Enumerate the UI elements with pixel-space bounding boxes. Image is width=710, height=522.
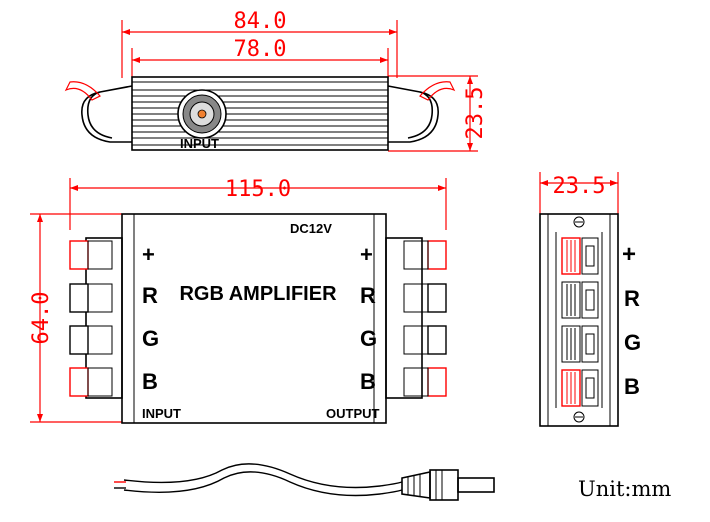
right-pin-plus: + — [360, 242, 373, 267]
top-view: 84.0 78.0 23.5 — [64, 9, 488, 152]
left-pin-g: G — [142, 326, 159, 351]
right-pin-g: G — [360, 326, 377, 351]
front-input-label: INPUT — [142, 406, 181, 421]
dim-side-width: 23.5 — [553, 174, 606, 199]
dim-front-width: 115.0 — [225, 177, 291, 202]
dc-cable — [114, 463, 495, 501]
right-pin-b: B — [360, 369, 376, 394]
front-output-label: OUTPUT — [326, 406, 380, 421]
left-pin-r: R — [142, 283, 158, 308]
right-terminal-block — [385, 237, 447, 399]
side-connector-r — [561, 281, 599, 319]
side-connector-b — [561, 369, 599, 407]
front-view: 115.0 64.0 — [29, 177, 447, 424]
side-legend-r: R — [624, 286, 640, 311]
dc-plug — [401, 469, 495, 501]
voltage-label: DC12V — [290, 221, 332, 236]
device-title: RGB AMPLIFIER — [179, 283, 337, 305]
dim-overall-length: 84.0 — [234, 9, 287, 34]
left-pin-b: B — [142, 369, 158, 394]
side-connector-plus — [561, 237, 599, 275]
dim-height-top: 23.5 — [463, 87, 488, 140]
right-pin-r: R — [360, 283, 376, 308]
dim-front-height: 64.0 — [29, 292, 54, 345]
unit-label: Unit:mm — [578, 477, 671, 501]
dim-body-length: 78.0 — [234, 37, 287, 62]
dc-input-jack — [177, 89, 227, 139]
side-view: 23.5 — [539, 172, 641, 427]
side-legend-b: B — [624, 374, 640, 399]
left-pin-plus: + — [142, 242, 155, 267]
top-input-label: INPUT — [180, 136, 219, 151]
side-legend-g: G — [624, 330, 641, 355]
side-legend-plus: + — [622, 241, 636, 268]
side-connector-g — [561, 325, 599, 363]
heatsink-fins — [132, 89, 388, 139]
left-terminal-block — [69, 237, 123, 399]
